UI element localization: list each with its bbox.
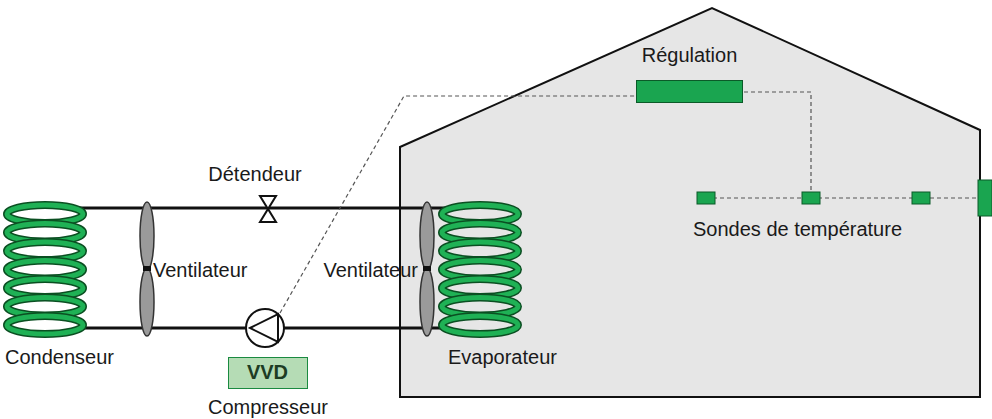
part-label: Ventilateur xyxy=(153,260,248,280)
fan-symbol xyxy=(140,202,154,336)
controller-box: Régulation xyxy=(636,80,744,103)
valve-symbol xyxy=(260,196,276,222)
control-wire xyxy=(716,92,811,192)
sensor xyxy=(802,192,820,204)
box-label: VVD xyxy=(247,362,288,382)
part-label: Evaporateur xyxy=(448,347,557,367)
sensor xyxy=(912,192,930,204)
part-label: Sondes de température xyxy=(693,219,902,239)
control-wire xyxy=(280,96,663,313)
fan-symbol xyxy=(420,202,434,336)
part-label: Détendeur xyxy=(208,164,301,184)
part-label: Ventilateur xyxy=(323,260,418,280)
drive-box: VVD xyxy=(228,357,308,389)
part-label: Compresseur xyxy=(208,397,328,417)
sensor xyxy=(697,192,715,204)
box-heading: Régulation xyxy=(642,45,738,65)
part-label: Condenseur xyxy=(5,347,114,367)
sensor xyxy=(978,180,992,216)
sensor-wire xyxy=(706,197,978,198)
house-outline xyxy=(400,8,980,397)
compressor-symbol xyxy=(246,309,284,347)
pipe xyxy=(80,207,445,210)
